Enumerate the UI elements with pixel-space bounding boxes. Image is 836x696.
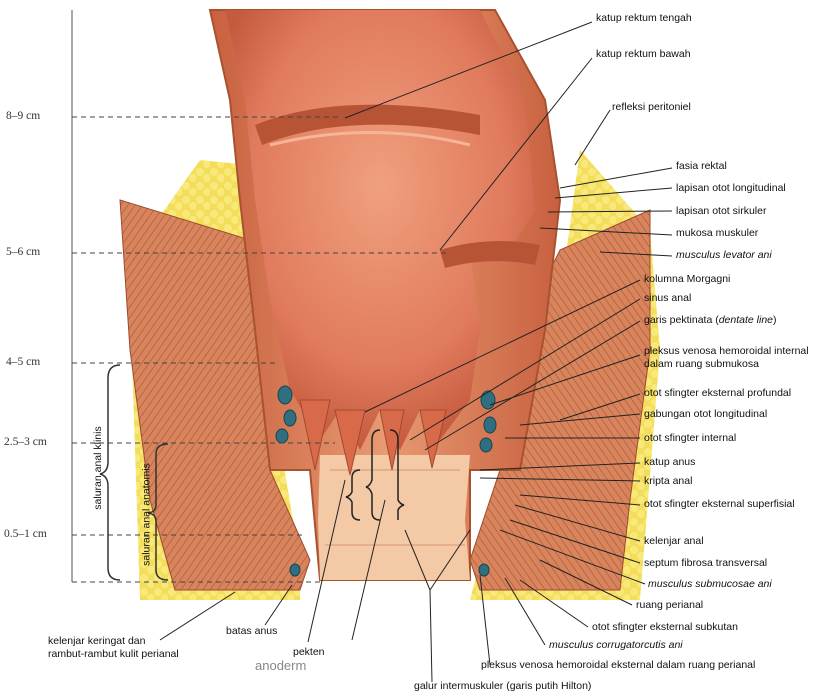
label-subcutaneous-external-sphincter: otot sfingter eksternal subkutan [592,621,738,633]
label-anal-sinus: sinus anal [644,292,691,304]
label-intersphincteric-groove: galur intermuskuler (garis putih Hilton) [414,680,591,692]
label-sweat-glands-2: rambut-rambut kulit perianal [48,648,179,660]
label-superficial-external-sphincter: otot sfingter eksternal superfisial [644,498,795,510]
scale-label-2-5-3cm: 2.5–3 cm [4,436,47,448]
scale-label-5-6cm: 5–6 cm [6,246,40,258]
bracket-label-clinical: saluran anal klinis [92,408,104,528]
label-anoderm: anoderm [255,658,306,673]
label-circular-muscle: lapisan otot sirkuler [676,205,766,217]
label-external-hemorrhoidal-plexus: pleksus venosa hemoroidal eksternal dala… [481,659,755,671]
label-internal-hemorrhoidal-plexus-1: pleksus venosa hemoroidal internal [644,345,809,357]
label-perianal-space: ruang perianal [636,599,703,611]
scale-label-0-5-1cm: 0.5–1 cm [4,528,47,540]
label-dentate-line: dentate line [719,314,773,326]
label-conjoined-longitudinal: gabungan otot longitudinal [644,408,767,420]
bracket-label-anatomical-1: saluran anal anatomis [141,460,154,570]
label-internal-sphincter: otot sfingter internal [644,432,736,444]
label-pectinate-close: ) [773,314,777,326]
label-internal-hemorrhoidal-plexus-2: dalam ruang submukosa [644,358,759,370]
label-longitudinal-muscle: lapisan otot longitudinal [676,182,786,194]
label-lower-rectal-valve: katup rektum bawah [596,48,691,60]
label-anal-valve: katup anus [644,456,695,468]
label-anal-crypt: kripta anal [644,475,692,487]
scale-label-4-5cm: 4–5 cm [6,356,40,368]
label-deep-external-sphincter: otot sfingter eksternal profundal [644,387,791,399]
label-rectal-fascia: fasia rektal [676,160,727,172]
label-anal-verge: batas anus [226,625,277,637]
label-transverse-fibrous-septum: septum fibrosa transversal [644,557,767,569]
label-peritoneal-reflection: refleksi peritoniel [612,101,691,113]
label-anal-gland: kelenjar anal [644,535,704,547]
label-pectinate-line: garis pektinata (dentate line) [644,314,777,326]
label-muscularis-mucosa: mukosa muskuler [676,227,758,239]
label-sweat-glands-1: kelenjar keringat dan [48,635,145,647]
label-submucosae-ani: musculus submucosae ani [648,578,772,590]
label-middle-rectal-valve: katup rektum tengah [596,12,692,24]
label-morgagni-columns: kolumna Morgagni [644,273,730,285]
label-pectinate-line-text: garis pektinata ( [644,314,719,326]
anal-canal [318,455,470,580]
scale-label-8-9cm: 8–9 cm [6,110,40,122]
label-pecten: pekten [293,646,325,658]
bracket-label-anatomical: saluran anal anatomis [141,463,153,566]
label-levator-ani: musculus levator ani [676,249,772,261]
label-corrugator-cutis-ani: musculus corrugatorcutis ani [549,639,683,651]
